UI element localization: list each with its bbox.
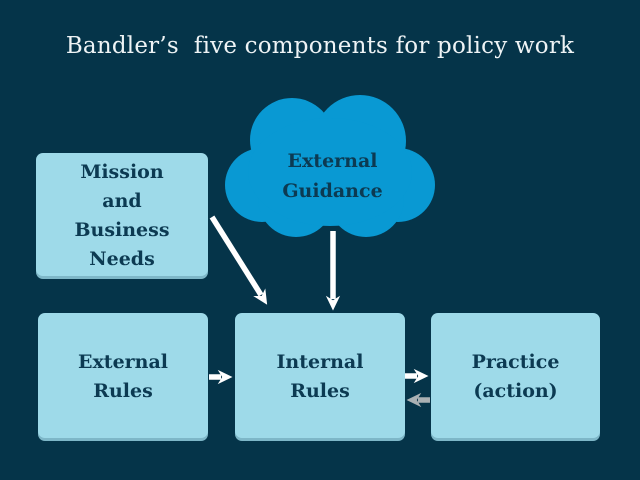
node-mission-and-business-needs: Mission and Business Needs — [36, 153, 208, 279]
label-line: Rules — [290, 380, 350, 402]
label-line: External — [77, 351, 169, 373]
label-line: External — [287, 150, 378, 172]
label-line: Guidance — [282, 180, 383, 202]
node-internal-rules: Internal Rules — [235, 313, 405, 441]
node-practice-action: Practice (action) — [431, 313, 600, 441]
arrow-mission-to-internal-rules — [209, 215, 268, 305]
label-line: Mission — [80, 161, 164, 183]
label-line: Needs — [89, 248, 155, 270]
node-label: Practice (action) — [472, 348, 560, 406]
node-label: External Rules — [78, 348, 168, 406]
label-line: (action) — [473, 380, 558, 402]
label-line: Internal — [276, 351, 364, 373]
label-line: and — [102, 190, 142, 212]
node-external-guidance: External Guidance — [235, 146, 430, 206]
label-line: Rules — [93, 380, 153, 402]
node-label: Internal Rules — [277, 348, 364, 406]
label-line: Business — [74, 219, 170, 241]
node-external-rules: External Rules — [38, 313, 208, 441]
diagram-title: Bandler’s five components for policy wor… — [65, 33, 575, 59]
label-line: Practice — [471, 351, 560, 373]
node-label: Mission and Business Needs — [74, 158, 169, 274]
